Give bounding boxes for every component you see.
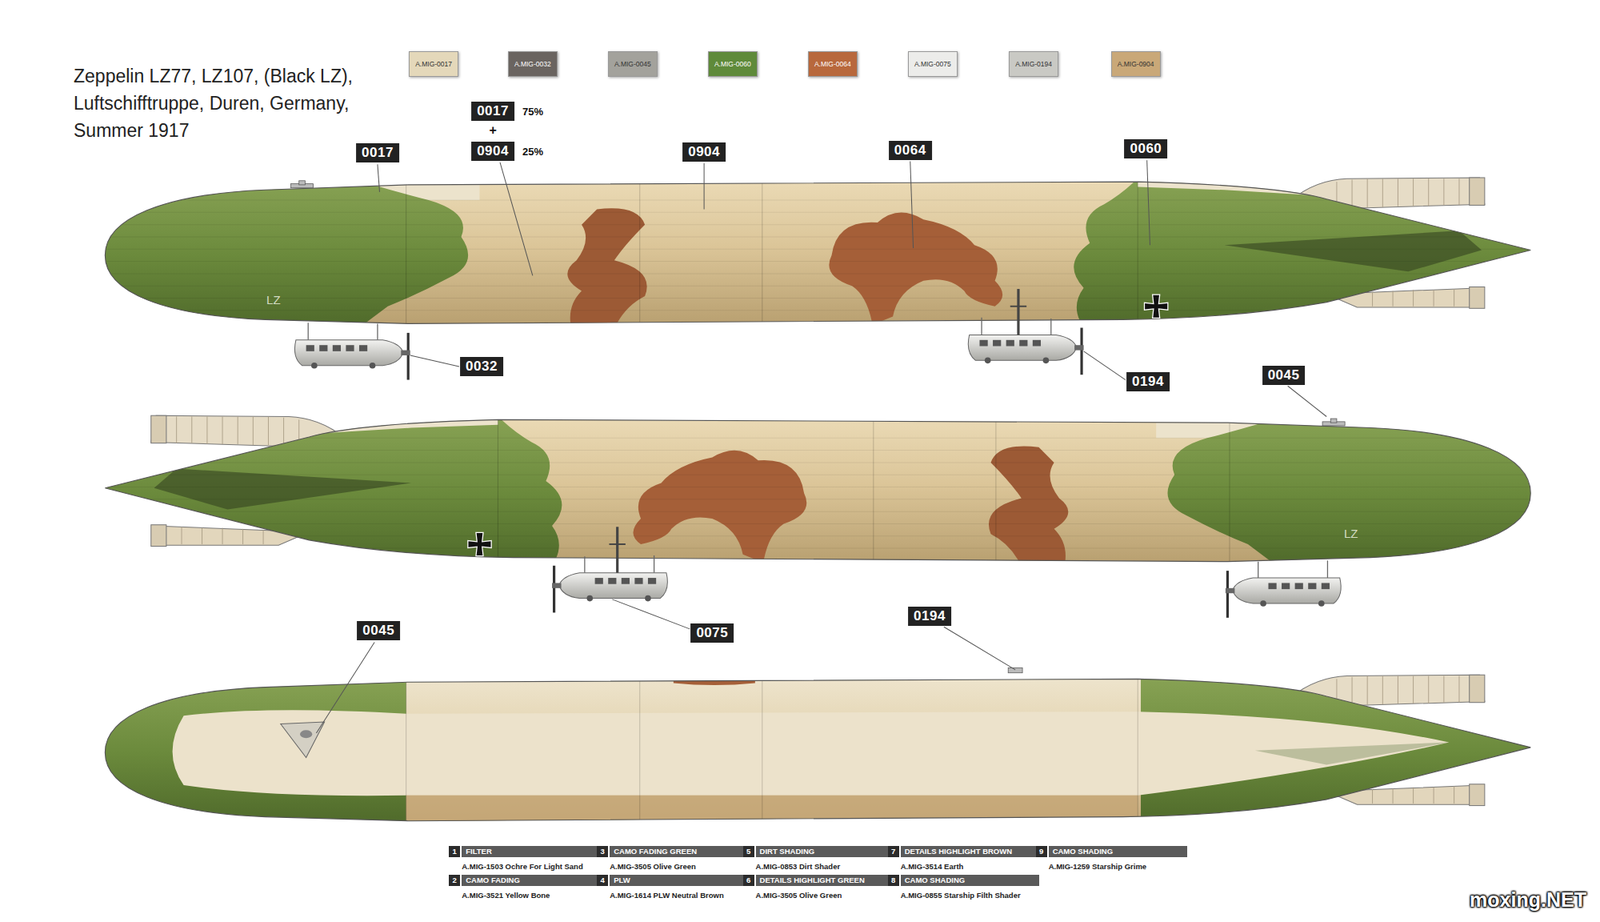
paint-reference: A.MIG-3505 Olive Green [756,889,843,901]
paint-reference: A.MIG-0855 Starship Filth Shader [900,889,1021,901]
step-number: 2 [448,874,460,886]
paint-reference: A.MIG-3514 Earth [900,860,964,872]
callout-number: 0060 [1124,139,1168,159]
callout-number: 0045 [1262,365,1306,385]
mix-percent: 75% [522,105,544,118]
step-number: 9 [1036,845,1048,857]
callout-number: 0194 [908,606,952,626]
mix-plus: + [488,123,496,138]
step-title: CAMO SHADING [900,874,1040,886]
step-number: 1 [448,845,460,857]
color-swatch: A.MIG-0060 [708,51,758,77]
step-title: CAMO FADING [461,874,600,886]
paint-reference: A.MIG-1259 Starship Grime [1048,860,1147,872]
step-number: 7 [888,845,900,857]
callout-number: 0045 [356,620,400,640]
paint-code: A.MIG-0075 [914,60,952,68]
callout-number: 0075 [690,623,734,643]
mix-percent: 25% [522,144,544,157]
callout-number: 0017 [471,101,515,121]
callout-number: 0904 [682,142,726,162]
callout-number: 0194 [1126,372,1170,392]
hull-marking: LZ [1344,525,1359,540]
step-title: DIRT SHADING [756,845,895,857]
step-title: FILTER [461,845,600,857]
callout-number: 0064 [888,140,932,160]
color-swatch: A.MIG-0904 [1111,51,1161,77]
step-number: 4 [596,874,608,886]
zeppelin-side-right [84,411,1544,618]
step-title: CAMO FADING GREEN [609,845,748,857]
paint-reference: A.MIG-3505 Olive Green [609,860,696,872]
step-title: PLW [609,874,748,886]
step-title: DETAILS HIGHLIGHT GREEN [756,874,895,886]
paint-reference: A.MIG-3521 Yellow Bone [461,889,550,901]
diagram-title: Zeppelin LZ77, LZ107, (Black LZ), Luftsc… [73,62,406,144]
step-number: 3 [596,845,608,857]
callout-number: 0904 [471,141,515,161]
color-swatch: A.MIG-0194 [1008,51,1059,77]
step-title: DETAILS HIGHLIGHT BROWN [900,845,1040,857]
paint-code: A.MIG-0045 [614,60,652,68]
paint-code: A.MIG-0060 [714,60,752,68]
callout-number: 0032 [460,356,504,376]
step-title: CAMO SHADING [1048,845,1188,857]
callout-number: 0017 [356,143,400,163]
color-swatch: A.MIG-0064 [808,51,858,77]
zeppelin-side-left [92,173,1552,380]
paint-code: A.MIG-0032 [514,60,552,68]
hull-marking: LZ [266,292,281,306]
step-number: 5 [743,845,755,857]
paint-reference: A.MIG-1614 PLW Neutral Brown [609,889,724,901]
watermark: moxing.NET [1469,888,1587,912]
color-swatch: A.MIG-0032 [508,51,558,77]
paint-code: A.MIG-0017 [415,60,452,68]
step-number: 6 [743,874,755,886]
paint-reference: A.MIG-1503 Ochre For Light Sand [461,860,584,872]
paint-code: A.MIG-0904 [1117,60,1155,68]
color-swatch: A.MIG-0045 [608,51,658,77]
color-swatch: A.MIG-0017 [408,51,459,77]
zeppelin-underside [92,667,1552,834]
paint-reference: A.MIG-0853 Dirt Shader [756,860,841,872]
step-number: 8 [888,874,900,886]
paint-code: A.MIG-0194 [1015,60,1052,68]
paint-code: A.MIG-0064 [814,60,852,68]
leader-lines [316,160,1327,733]
color-swatch: A.MIG-0075 [908,51,958,77]
